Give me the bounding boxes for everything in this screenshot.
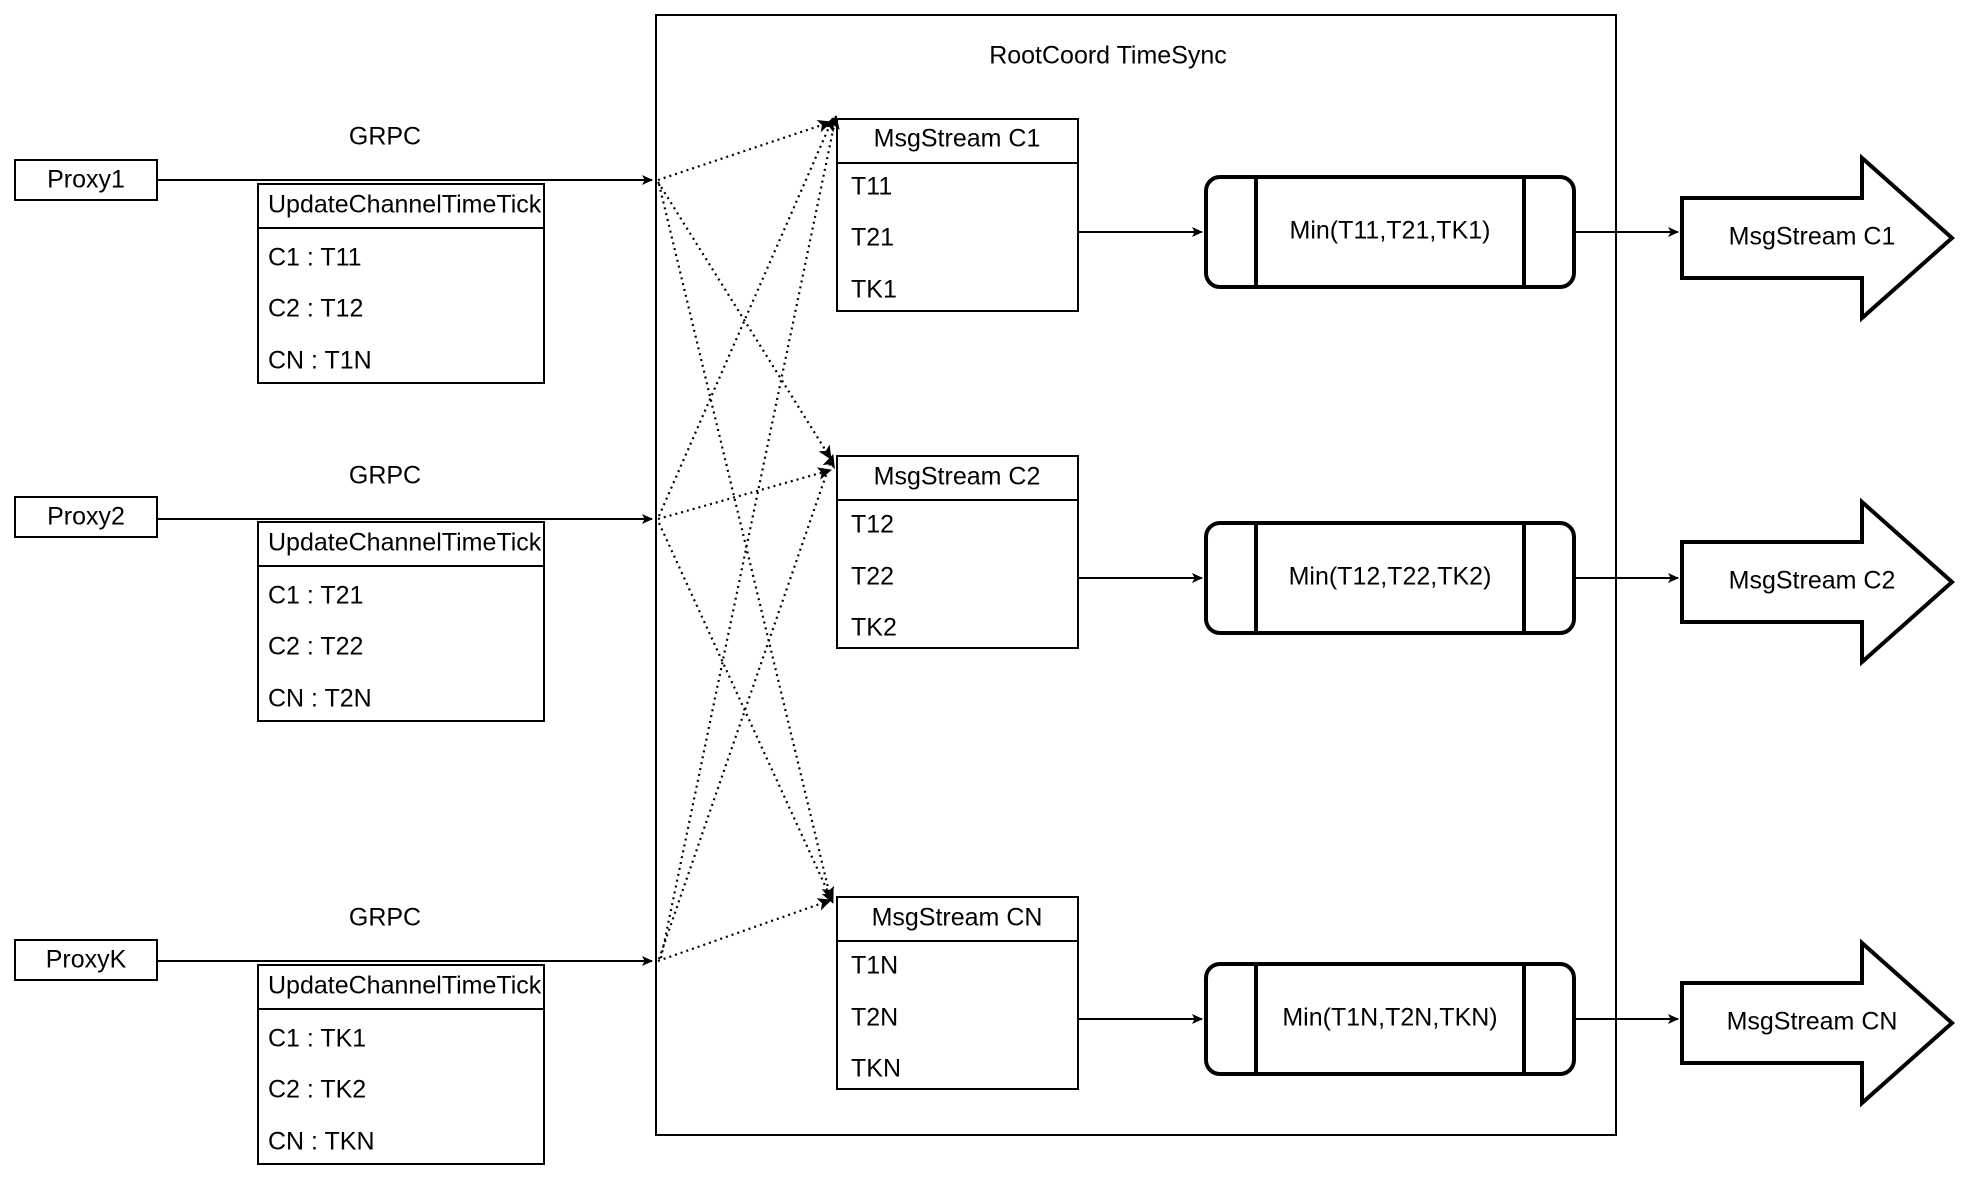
msgstream-box-2[interactable]	[836, 455, 1079, 649]
fanout-pk-to-c1	[659, 115, 840, 959]
msgstream-header-3: MsgStream CN	[872, 904, 1043, 932]
rpc-entry-1-1: C2 : T12	[268, 295, 363, 323]
fanout-pk-to-c2	[657, 454, 835, 960]
rpc-box-2[interactable]	[257, 521, 545, 722]
rpc-entry-3-1: C2 : TK2	[268, 1076, 366, 1104]
proxy-label-3: ProxyK	[46, 946, 127, 974]
rpc-entry-3-0: C1 : TK1	[268, 1025, 366, 1053]
proxy-label-1: Proxy1	[47, 166, 125, 194]
msgstream-entry-2-2: TK2	[851, 614, 897, 642]
fanout-p2-to-c2	[657, 467, 832, 521]
proxy-box-1[interactable]	[14, 159, 158, 201]
rpc-entry-1-0: C1 : T11	[268, 244, 362, 272]
rpc-header-3: UpdateChannelTimeTick	[268, 972, 542, 1000]
rpc-entry-2-2: CN : T2N	[268, 685, 372, 713]
rpc-entry-2-1: C2 : T22	[268, 633, 363, 661]
msgstream-box-3[interactable]	[836, 896, 1079, 1090]
rpc-box-1[interactable]	[257, 183, 545, 384]
rpc-entry-1-2: CN : T1N	[268, 347, 372, 375]
output-label-3: MsgStream CN	[1727, 1008, 1898, 1036]
output-arrow-3[interactable]	[1680, 938, 1956, 1108]
rootcoord-timesync-title: RootCoord TimeSync	[989, 42, 1227, 70]
rootcoord-timesync-container	[655, 14, 1617, 1136]
output-arrow-2[interactable]	[1680, 497, 1956, 667]
msgstream-header-2: MsgStream C2	[874, 463, 1041, 491]
grpc-label-1: GRPC	[349, 123, 421, 151]
rpc-box-3[interactable]	[257, 964, 545, 1165]
msgstream-entry-3-0: T1N	[851, 952, 898, 980]
fanout-p1-to-c1	[657, 119, 832, 182]
fanout-p1-to-c2	[657, 181, 832, 460]
fanout-p1-to-cn	[657, 183, 835, 901]
msgstream-entry-2-1: T22	[851, 563, 894, 591]
rpc-entry-2-0: C1 : T21	[268, 582, 363, 610]
msgstream-entry-2-0: T12	[851, 511, 894, 539]
proxy-box-2[interactable]	[14, 496, 158, 538]
msgstream-entry-1-0: T11	[851, 173, 892, 201]
proxy-label-2: Proxy2	[47, 503, 125, 531]
msgstream-entry-1-1: T21	[851, 224, 894, 252]
min-label-3: Min(T1N,T2N,TKN)	[1282, 1004, 1497, 1032]
msgstream-entry-3-2: TKN	[851, 1055, 901, 1083]
rpc-header-1: UpdateChannelTimeTick	[268, 191, 542, 219]
rpc-header-2: UpdateChannelTimeTick	[268, 529, 542, 557]
grpc-label-2: GRPC	[349, 462, 421, 490]
fanout-pk-to-cn	[657, 898, 832, 963]
fanout-p2-to-c1	[657, 117, 835, 517]
grpc-label-3: GRPC	[349, 904, 421, 932]
msgstream-box-1[interactable]	[836, 118, 1079, 312]
min-label-1: Min(T11,T21,TK1)	[1290, 217, 1491, 245]
output-label-2: MsgStream C2	[1729, 567, 1896, 595]
output-arrow-1[interactable]	[1680, 153, 1956, 323]
output-label-1: MsgStream C1	[1729, 223, 1896, 251]
rpc-entry-3-2: CN : TKN	[268, 1128, 375, 1156]
fanout-p2-to-cn	[657, 522, 835, 904]
msgstream-header-1: MsgStream C1	[874, 125, 1041, 153]
min-label-2: Min(T12,T22,TK2)	[1289, 563, 1492, 591]
msgstream-entry-3-1: T2N	[851, 1004, 898, 1032]
msgstream-entry-1-2: TK1	[851, 276, 897, 304]
